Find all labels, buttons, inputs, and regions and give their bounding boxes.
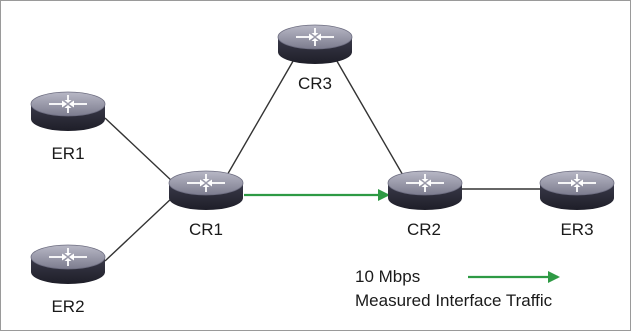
router-icon <box>30 91 106 132</box>
router-icon <box>277 24 353 65</box>
legend-value: 10 Mbps <box>355 267 420 286</box>
network-diagram: ER1 ER2 CR1 CR3 CR2 ER3 10 Mbps Measured… <box>30 24 615 316</box>
node-label-er2: ER2 <box>51 297 84 316</box>
node-label-cr1: CR1 <box>189 220 223 239</box>
node-label-cr2: CR2 <box>407 220 441 239</box>
legend-description: Measured Interface Traffic <box>355 291 553 310</box>
link-er2-cr1 <box>104 196 174 262</box>
router-icon <box>387 170 463 211</box>
router-icon <box>539 170 615 211</box>
legend: 10 Mbps Measured Interface Traffic <box>355 267 560 310</box>
node-label-er1: ER1 <box>51 144 84 163</box>
link-cr1-cr3 <box>225 55 297 178</box>
link-er1-cr1 <box>104 117 174 183</box>
link-cr3-cr2 <box>333 55 405 178</box>
node-label-cr3: CR3 <box>298 74 332 93</box>
node-label-er3: ER3 <box>560 220 593 239</box>
router-icon <box>168 170 244 211</box>
router-icon <box>30 244 106 285</box>
